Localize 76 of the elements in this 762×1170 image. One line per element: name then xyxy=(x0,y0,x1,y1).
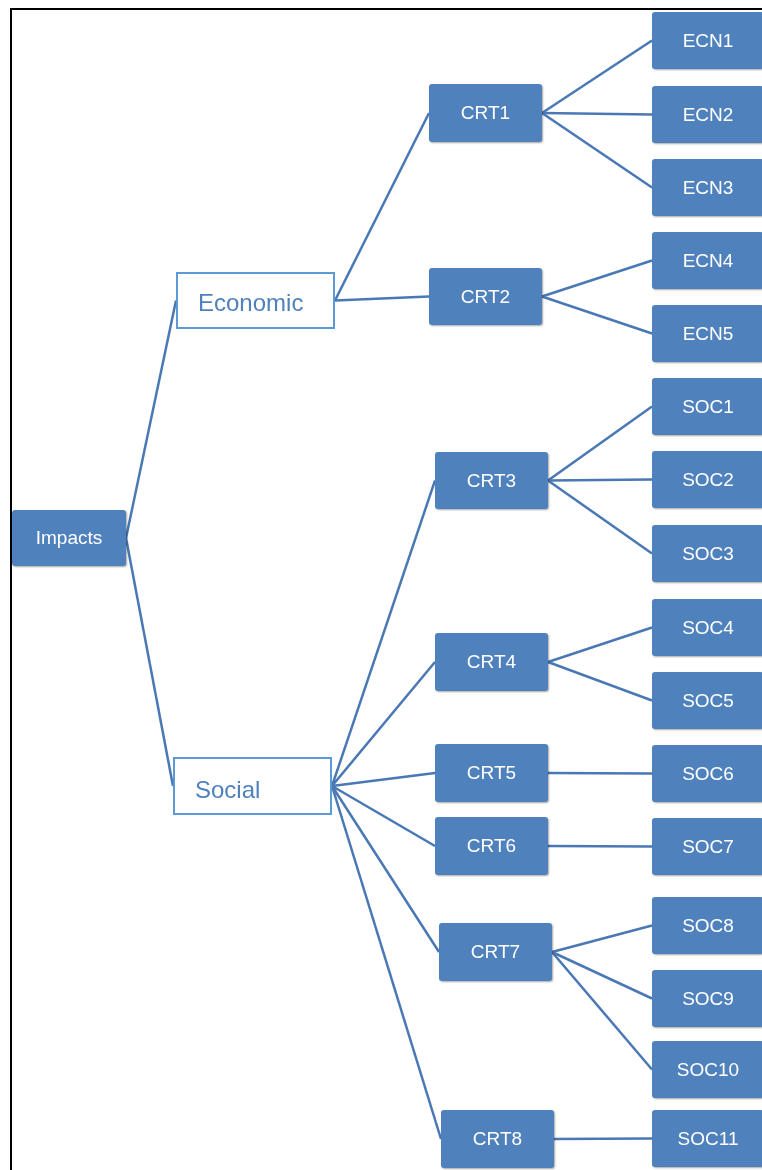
node-label: ECN3 xyxy=(682,176,734,199)
node-label: CRT1 xyxy=(460,102,511,124)
node-label: SOC5 xyxy=(682,689,734,712)
connector-line xyxy=(331,661,436,787)
tree-node-box xyxy=(441,1110,554,1168)
node-label: ECN2 xyxy=(682,103,734,126)
node-label: SOC1 xyxy=(682,395,734,418)
connector-line xyxy=(542,111,652,116)
connector-line xyxy=(547,626,653,664)
node-label: SOC9 xyxy=(682,987,734,1010)
tree-node-box xyxy=(12,510,126,566)
connector-line xyxy=(124,300,178,539)
connector-line xyxy=(541,111,653,189)
node-label: SOC6 xyxy=(682,762,734,785)
node-label: SOC10 xyxy=(676,1058,740,1081)
tree-node-box xyxy=(652,818,762,875)
node-label: CRT6 xyxy=(466,835,517,857)
category-box xyxy=(176,272,335,329)
node-label: ECN1 xyxy=(682,29,734,52)
node-label: CRT4 xyxy=(466,651,517,673)
tree-node-box xyxy=(439,923,552,981)
node-label: ECN4 xyxy=(682,249,734,272)
category-box xyxy=(173,757,332,815)
connector-line xyxy=(548,478,652,482)
tree-node-box xyxy=(435,817,548,875)
connector-line xyxy=(551,951,653,1071)
tree-node-box xyxy=(652,897,762,954)
node-label: CRT7 xyxy=(470,941,521,963)
tree-node-box xyxy=(652,1041,762,1098)
tree-node-box xyxy=(429,84,542,142)
node-label: CRT3 xyxy=(466,469,517,492)
connector-line xyxy=(551,924,653,954)
connector-line xyxy=(547,479,653,555)
connector-line xyxy=(541,295,653,335)
node-label: SOC7 xyxy=(682,835,734,858)
connector-line xyxy=(547,660,653,702)
node-label: SOC3 xyxy=(682,542,734,565)
node-label: CRT8 xyxy=(472,1128,523,1150)
connector-line xyxy=(547,405,653,482)
tree-node-box xyxy=(435,452,548,509)
connector-line xyxy=(554,1137,652,1141)
connector-line xyxy=(334,295,430,302)
tree-node-box xyxy=(652,12,762,69)
connector-line xyxy=(331,771,436,788)
node-label: CRT2 xyxy=(460,285,511,308)
tree-node-box xyxy=(652,378,762,435)
connector-line xyxy=(551,950,653,1000)
connector-line xyxy=(548,771,652,775)
connector-line xyxy=(548,844,652,848)
tree-node-box xyxy=(652,599,762,656)
tree-node-box xyxy=(429,268,542,325)
tree-node-box xyxy=(652,159,762,216)
node-label: ECN5 xyxy=(682,322,734,345)
node-label: SOC8 xyxy=(682,914,734,937)
connector-line xyxy=(124,537,175,787)
tree-node-box xyxy=(652,745,762,802)
node-label: SOC2 xyxy=(682,468,734,491)
node-label: Economic xyxy=(198,288,304,317)
connector-line xyxy=(331,784,436,848)
tree-node-box xyxy=(435,633,548,691)
node-label: SOC11 xyxy=(677,1127,739,1150)
tree-node-box xyxy=(652,86,762,143)
node-label: Impacts xyxy=(35,527,103,549)
tree-node-box xyxy=(652,232,762,289)
tree-node-box xyxy=(652,672,762,729)
connector-line xyxy=(541,259,653,298)
node-label: Social xyxy=(195,776,261,804)
tree-node-box xyxy=(652,1110,762,1167)
tree-node-box xyxy=(652,525,762,582)
tree-node-box xyxy=(435,744,548,802)
node-label: SOC4 xyxy=(682,616,734,639)
tree-node-box xyxy=(652,451,762,508)
node-label: CRT5 xyxy=(466,762,517,784)
tree-node-box xyxy=(652,970,762,1027)
tree-node-box xyxy=(652,305,762,362)
connector-line xyxy=(541,39,653,115)
